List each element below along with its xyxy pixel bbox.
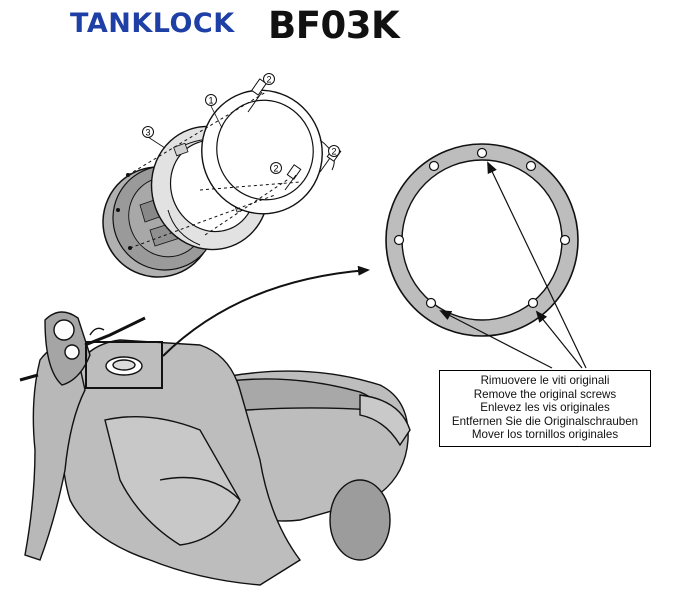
arrow-icon <box>162 265 370 357</box>
title-model: BF03K <box>268 4 400 47</box>
part-number-screw-mid: 2 <box>328 145 340 157</box>
tank-cap-highlight-box <box>85 341 163 389</box>
title-brand: TANKLOCK <box>70 8 235 39</box>
part-number-screw-upper: 2 <box>263 73 275 85</box>
part-number-screw-mid-label: 2 <box>331 147 336 157</box>
screw-icon <box>284 164 302 191</box>
motorcycle-illustration <box>19 311 411 586</box>
callout-line-de: Entfernen Sie die Originalschrauben <box>451 414 639 428</box>
part-number-ring: 1 <box>205 94 223 129</box>
outer-ring <box>201 89 335 215</box>
arrow-icon <box>439 161 587 369</box>
callout-line-fr: Enlevez les vis originales <box>480 401 610 415</box>
instruction-callout: Rimuovere le viti originali Remove the o… <box>439 370 651 447</box>
tank-cap-ring-icon <box>385 143 579 337</box>
callout-line-it: Rimuovere le viti originali <box>480 374 610 387</box>
exploded-parts-group: 1 2 2 2 3 <box>102 73 342 278</box>
part-number-flange: 3 <box>142 126 166 149</box>
callout-line-es: Mover los tornillos originales <box>471 428 619 442</box>
callout-line-en: Remove the original screws <box>473 387 617 401</box>
part-number-screw-upper-label: 2 <box>266 75 271 85</box>
part-number-ring-label: 1 <box>208 96 213 106</box>
part-number-flange-label: 3 <box>145 128 150 138</box>
alignment-lines <box>127 91 301 249</box>
part-number-screw-lower: 2 <box>270 162 282 174</box>
screw-icon <box>247 78 267 113</box>
part-number-screw-lower-label: 2 <box>273 164 278 174</box>
